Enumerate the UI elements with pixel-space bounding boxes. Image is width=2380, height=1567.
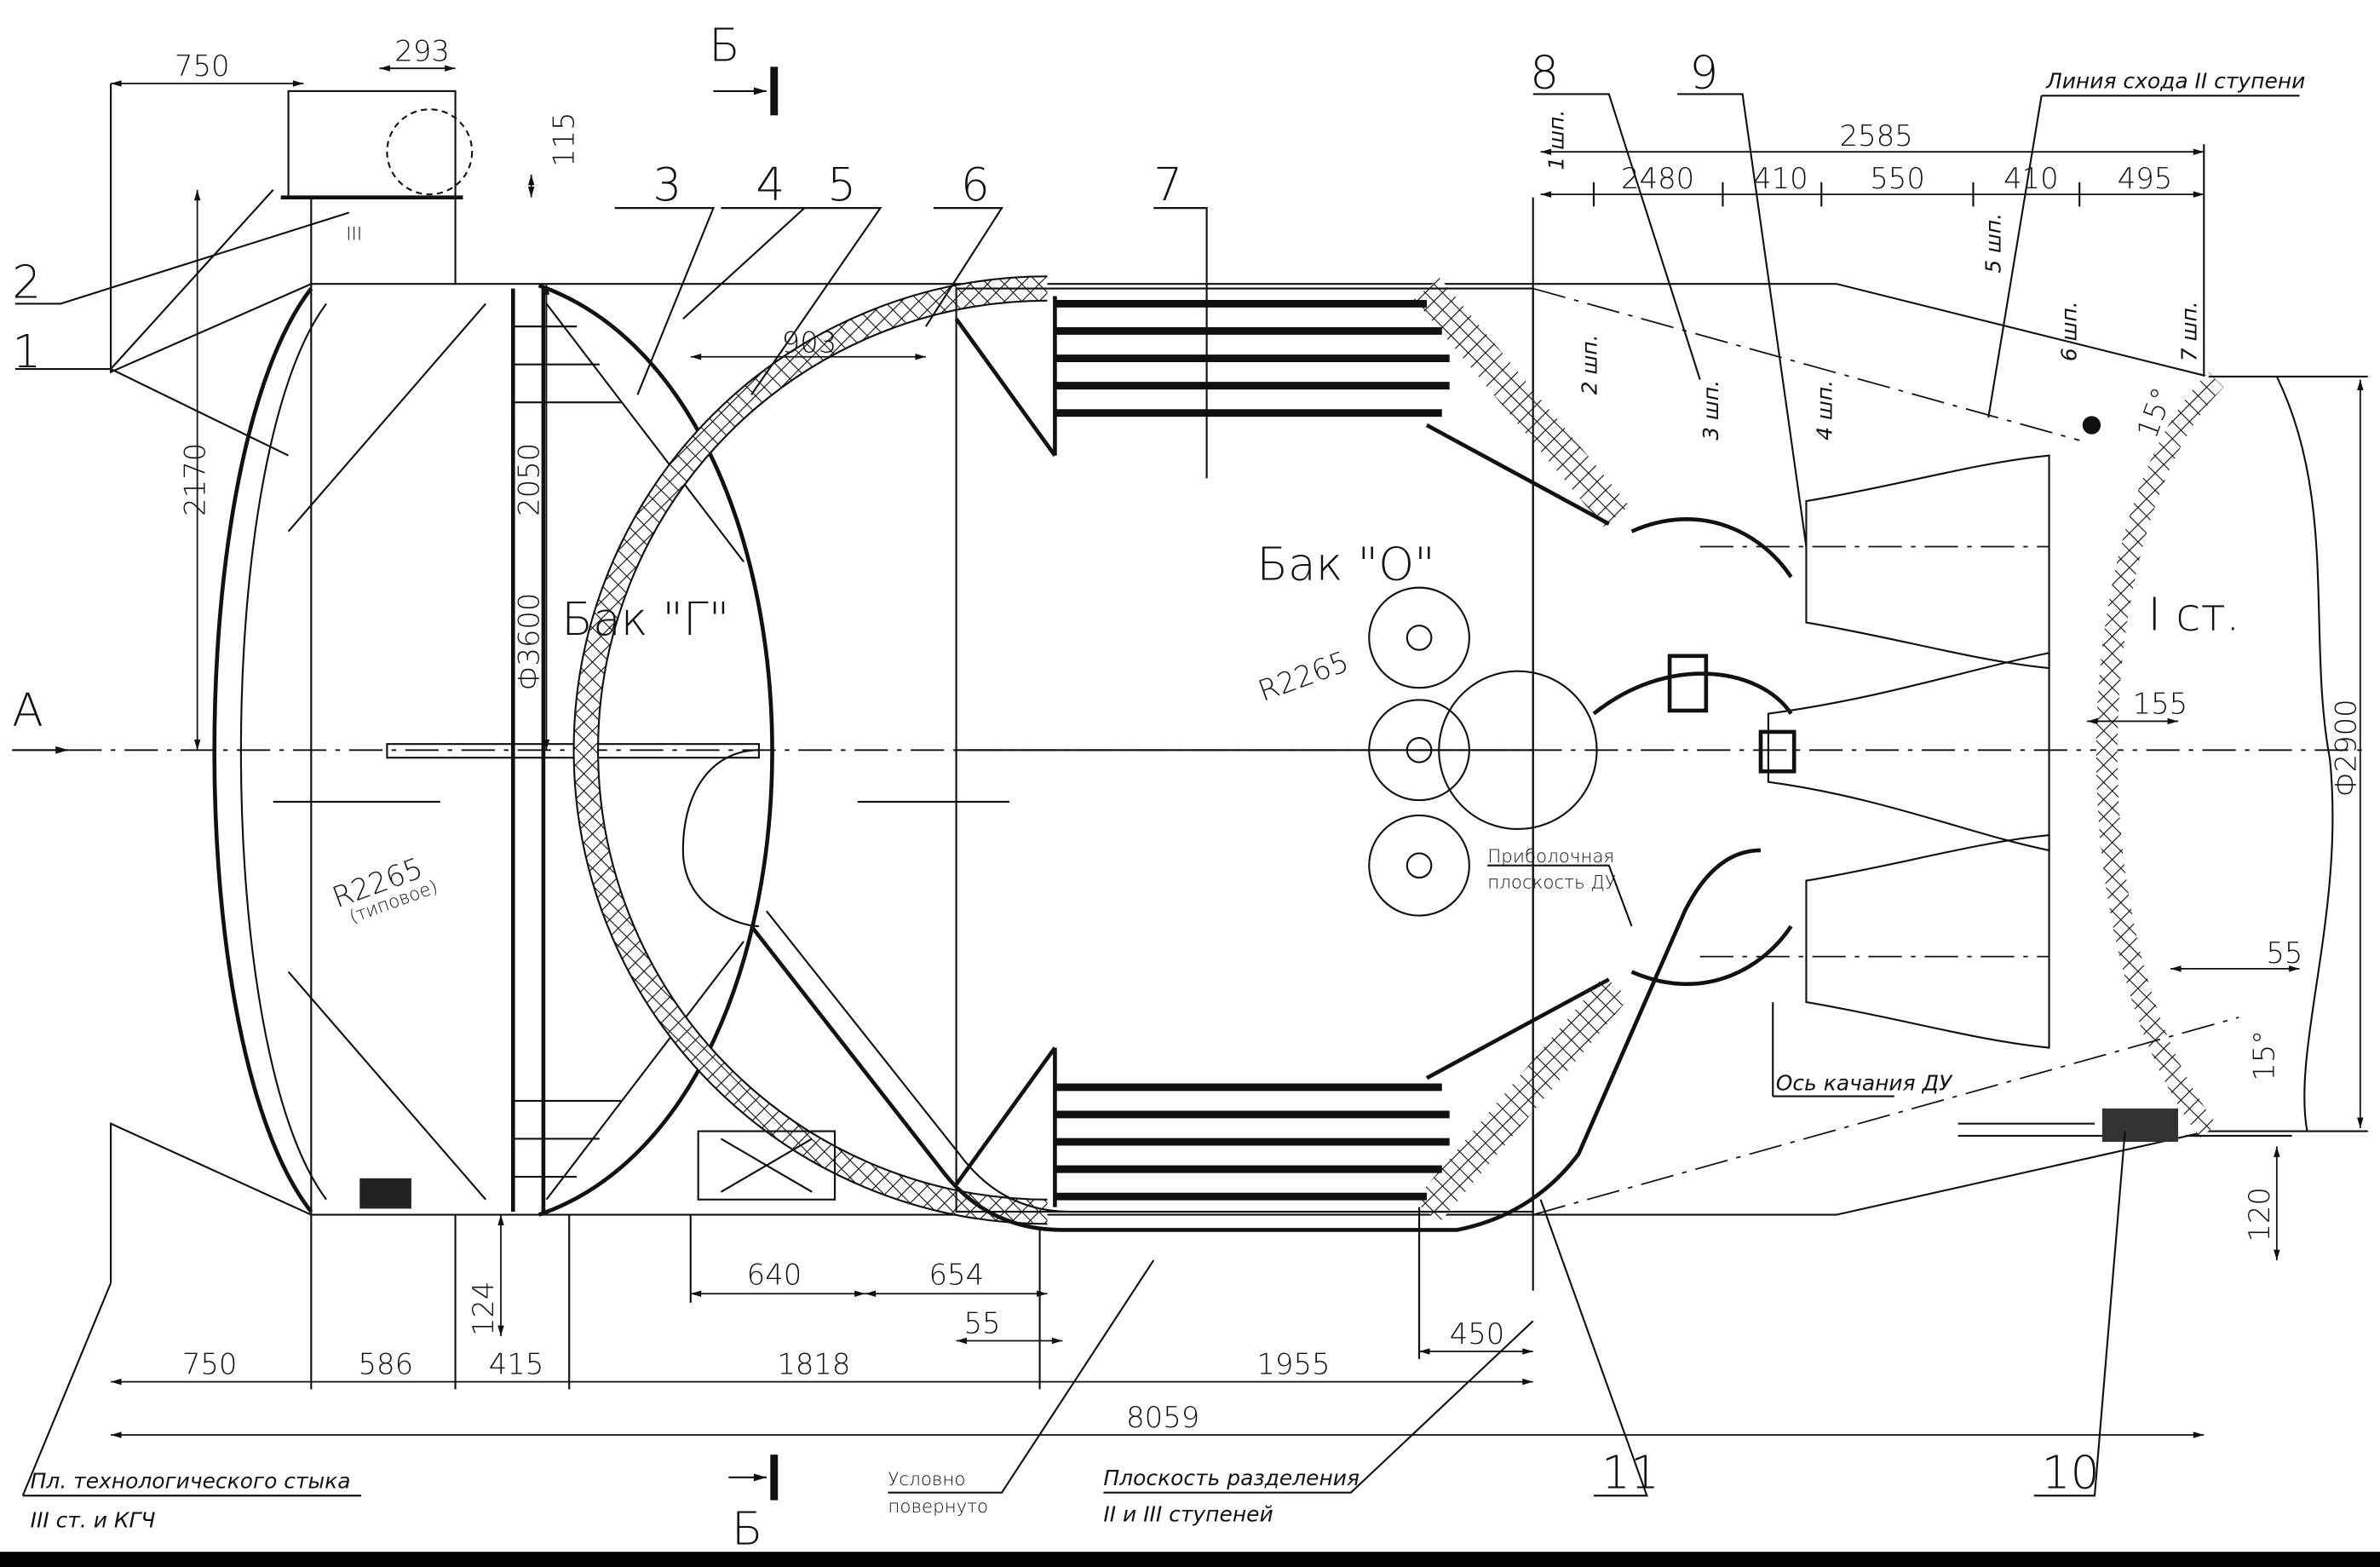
dim-120: 120 [2243, 1187, 2276, 1242]
dim-410a: 410 [1753, 162, 1808, 195]
stage-one-label: I ст. [2147, 588, 2239, 642]
callout-8: 8 [1530, 45, 1559, 99]
dim-b1955: 1955 [1256, 1348, 1330, 1381]
callout-5: 5 [827, 158, 856, 211]
dim-750-top: 750 [175, 49, 230, 83]
stage2-exit-note: Линия схода II ступени [2045, 68, 2305, 93]
tech-joint-note-2: III ст. и КГЧ [31, 1508, 156, 1533]
rotated-note-1: Условно [888, 1469, 965, 1490]
tech-joint-note-1: Пл. технологического стыка [31, 1468, 351, 1493]
leader-lines [14, 93, 2300, 1497]
dim-dia-3600: Ф3600 [513, 593, 546, 691]
feed-pipeline [750, 848, 1762, 1232]
dim-115: 115 [548, 112, 581, 167]
dim-2585: 2585 [1840, 119, 1913, 153]
dim-b586: 586 [359, 1348, 414, 1381]
separation-note-1: Плоскость разделения [1103, 1466, 1360, 1490]
dim-155: 155 [2133, 688, 2188, 721]
view-label: A [12, 683, 43, 737]
roman-label: III [346, 224, 362, 245]
frame-3: 3 шп. [1699, 380, 1723, 441]
dim-550: 550 [1870, 162, 1925, 195]
frame-6: 6 шп. [2057, 301, 2082, 361]
callout-4: 4 [756, 158, 785, 211]
dim-640: 640 [747, 1259, 802, 1292]
callout-1: 1 [12, 325, 41, 378]
section-label-bottom: Б [732, 1501, 763, 1555]
dim-b1818: 1818 [777, 1348, 850, 1381]
stage-one-outline [1957, 372, 2368, 1143]
section-mark-bottom [728, 1455, 779, 1501]
section-mark-top [713, 66, 779, 116]
radius-tank-o: R2265 [1254, 645, 1353, 708]
frame-4: 4 шп. [1813, 380, 1837, 441]
dim-903: 903 [782, 325, 837, 359]
dim-2050: 2050 [513, 443, 546, 516]
bottom-equipment [697, 1130, 836, 1201]
dim-495: 495 [2118, 162, 2173, 195]
dimension-lines [111, 65, 2364, 1438]
dim-55-bottom: 55 [963, 1307, 1000, 1340]
callout-7: 7 [1153, 158, 1182, 211]
connector-block [359, 1178, 411, 1209]
dim-b415: 415 [489, 1348, 544, 1381]
swing-line [1532, 1017, 2239, 1216]
dim-410b: 410 [2003, 162, 2059, 195]
mount-plane-note-1: Приболочная [1487, 846, 1614, 867]
callout-3: 3 [652, 158, 681, 211]
section-label-top: Б [709, 18, 740, 72]
engine-cluster [1592, 454, 2050, 1049]
mount-plane-note-2: плоскость ДУ [1487, 872, 1616, 893]
tank-o-stringers [954, 296, 1610, 1207]
dim-2480: 2480 [1621, 162, 1694, 195]
tank-g-label: Бак "Г" [561, 592, 729, 646]
hull-outline [110, 84, 2209, 1291]
frame-2: 2 шп. [1578, 334, 1602, 395]
instrument-unit [280, 89, 474, 285]
rotated-note-2: повернуто [888, 1496, 988, 1518]
callout-6: 6 [961, 158, 990, 211]
callout-10: 10 [2042, 1445, 2100, 1499]
dim-124: 124 [467, 1282, 500, 1337]
dim-dia-2900: Ф2900 [2329, 699, 2362, 797]
tank-o-label: Бак "О" [1256, 538, 1434, 591]
dim-2170: 2170 [179, 443, 212, 516]
dim-b750: 750 [182, 1348, 238, 1381]
callout-11: 11 [1601, 1445, 1659, 1499]
dim-450: 450 [1450, 1317, 1505, 1351]
dim-55-right: 55 [2266, 936, 2302, 970]
separation-note-2: II и III ступеней [1103, 1502, 1273, 1527]
bottom-border [0, 1552, 2380, 1567]
frame-7: 7 шп. [2176, 301, 2201, 361]
callout-9: 9 [1689, 45, 1718, 99]
dim-654: 654 [929, 1259, 985, 1292]
dim-total-8059: 8059 [1126, 1401, 1199, 1434]
dim-293: 293 [394, 34, 450, 67]
dim-angle-bottom: 15° [2247, 1030, 2280, 1081]
frame-1: 1 шп. [1544, 110, 1568, 170]
frame-5: 5 шп. [1981, 213, 2006, 274]
callout-2: 2 [12, 255, 41, 308]
swing-axis-note: Ось качания ДУ [1776, 1070, 1953, 1095]
